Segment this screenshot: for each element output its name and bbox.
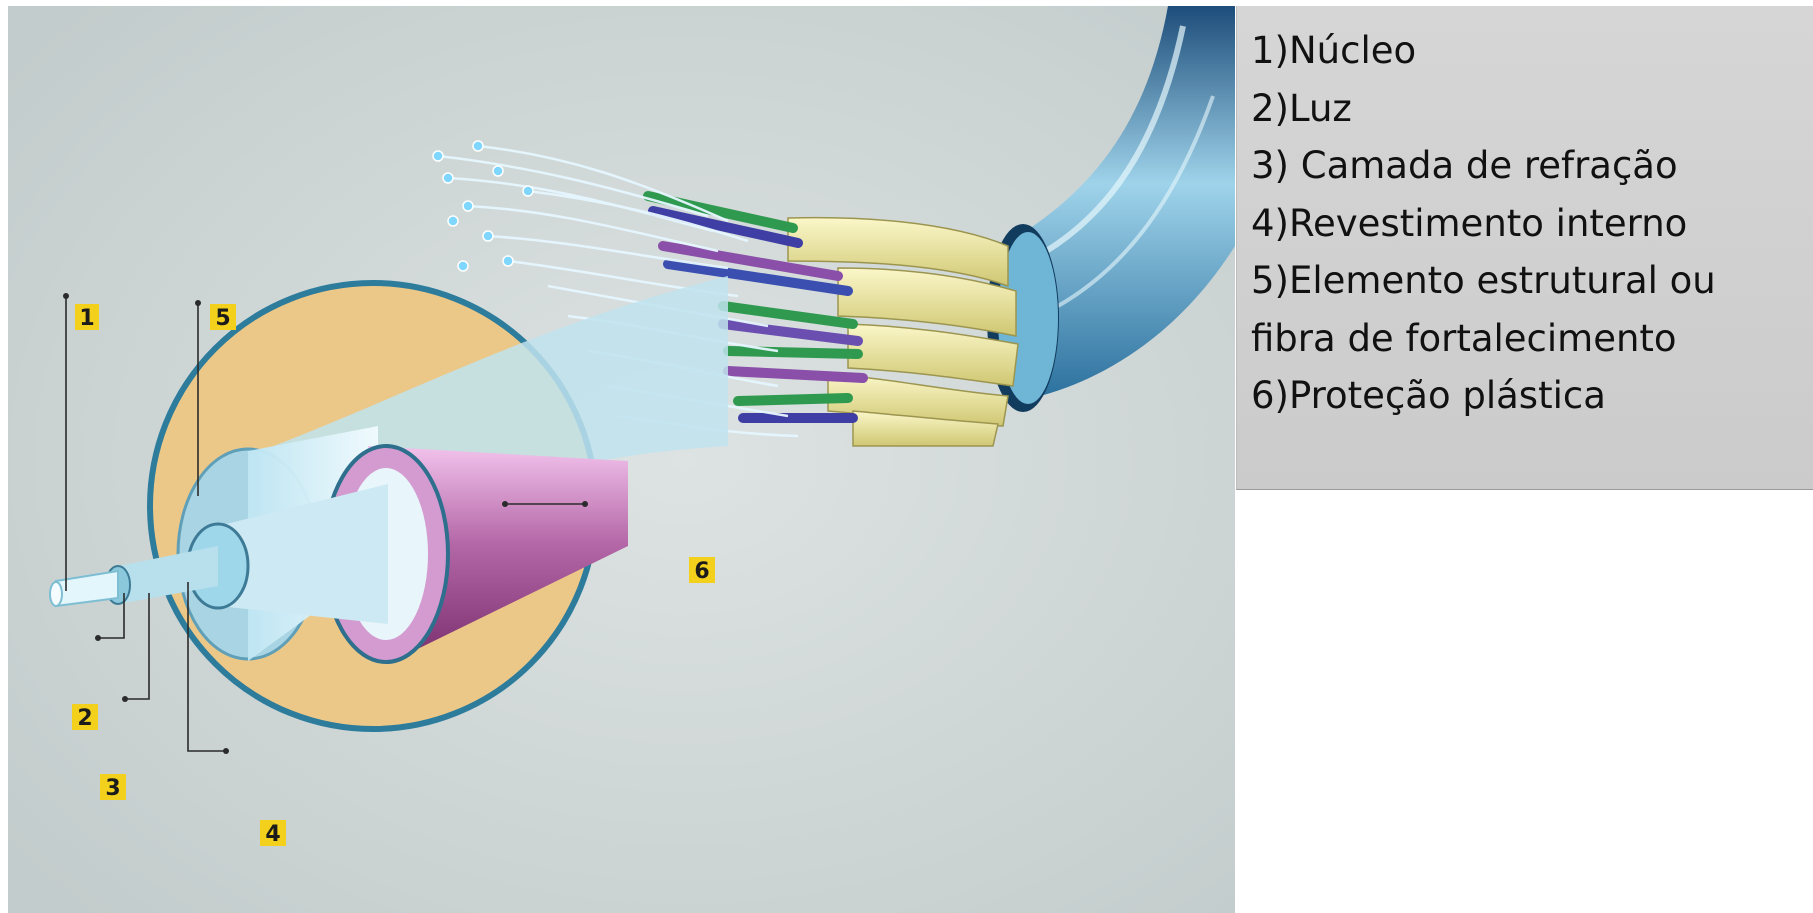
legend-item-elemento-estrutural: 5)Elemento estrutural ou: [1251, 252, 1799, 310]
callout-5-label: 5: [215, 306, 230, 331]
legend-box: 1)Núcleo 2)Luz 3) Camada de refração 4)R…: [1236, 6, 1813, 490]
legend-item-fibra-fortalecimento: fibra de fortalecimento: [1251, 310, 1799, 368]
legend-item-nucleo: 1)Núcleo: [1251, 22, 1799, 80]
callout-2: 2: [72, 704, 98, 731]
callout-1-label: 1: [79, 306, 94, 331]
legend-list: 1)Núcleo 2)Luz 3) Camada de refração 4)R…: [1251, 22, 1799, 425]
callout-3-label: 3: [105, 776, 120, 801]
callout-2-label: 2: [77, 706, 92, 731]
callout-4: 4: [260, 820, 286, 847]
legend-item-camada-refracao: 3) Camada de refração: [1251, 137, 1799, 195]
callout-5: 5: [210, 304, 236, 331]
fiber-optic-cable-illustration: 1 5 2 3 4 6: [8, 6, 1235, 913]
callout-1: 1: [75, 304, 99, 331]
callout-4-label: 4: [265, 822, 280, 847]
callout-6-label: 6: [694, 559, 709, 584]
legend-item-luz: 2)Luz: [1251, 80, 1799, 138]
callout-3: 3: [100, 774, 126, 801]
legend-item-protecao-plastica: 6)Proteção plástica: [1251, 367, 1799, 425]
callout-6: 6: [689, 557, 715, 584]
legend-item-revestimento-interno: 4)Revestimento interno: [1251, 195, 1799, 253]
